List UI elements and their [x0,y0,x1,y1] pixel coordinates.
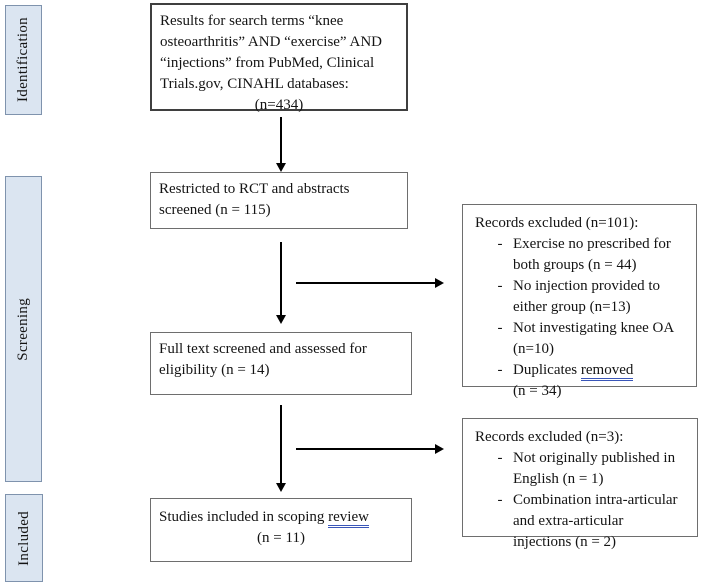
exclusion-eligibility-title: Records excluded (n=3): [475,429,624,445]
list-bullet: - [497,320,503,336]
stage-label-screening: Screening [5,176,42,482]
arrowhead-right-icon [435,278,444,288]
arrowhead-right-icon [435,444,444,454]
arrow-right-to-screening-exclusions [296,278,444,288]
studies-included-underlined-word: review [328,509,369,528]
exclusion-reason-prefix: Duplicates [513,362,581,378]
list-item: - Exercise no prescribed for both groups… [475,234,690,276]
exclusion-box-screening: Records excluded (n=101): - Exercise no … [462,204,697,399]
exclusion-reason: Combination intra-articular and extra-ar… [513,492,678,550]
search-results-count: (n=434) [254,97,304,113]
flow-box-studies-included: Studies included in scoping review (n = … [150,498,412,562]
arrowhead-down-icon [276,315,286,324]
list-bullet: - [497,450,503,466]
stage-label-identification: Identification [5,5,42,115]
exclusion-screening-title: Records excluded (n=101): [475,215,639,231]
list-item: - Combination intra-articular and extra-… [475,490,691,553]
stage-label-included: Included [5,494,43,582]
exclusion-reason-suffix: (n = 34) [513,383,562,399]
flow-box-full-text-screened: Full text screened and assessed for elig… [150,332,412,395]
studies-included-prefix: Studies included in scoping [159,509,329,525]
abstracts-screened-text: Restricted to RCT and abstracts screened… [159,181,350,218]
list-item: - Not investigating knee OA (n=10) [475,318,690,360]
stage-label-screening-text: Screening [15,297,31,361]
arrowhead-down-icon [276,163,286,172]
exclusion-box-eligibility: Records excluded (n=3): - Not originally… [462,418,698,550]
exclusion-reason: Not investigating knee OA (n=10) [513,320,675,357]
list-bullet: - [497,362,503,378]
arrow-down-results-to-screened [276,117,286,172]
arrow-down-screened-to-fulltext [276,242,286,324]
arrow-right-to-eligibility-exclusions [296,444,444,454]
list-bullet: - [497,236,503,252]
list-bullet: - [497,278,503,294]
studies-included-count: (n = 11) [257,530,305,546]
full-text-screened-text: Full text screened and assessed for elig… [159,341,367,378]
exclusion-reason: No injection provided to either group (n… [513,278,661,315]
exclusion-reason: Duplicates removed (n = 34) [513,360,690,402]
flow-box-search-results: Results for search terms “knee osteoarth… [150,3,408,113]
list-item: - Duplicates removed (n = 34) [475,360,690,402]
arrowhead-down-icon [276,483,286,492]
list-item: - Not originally published in English (n… [475,448,691,490]
exclusion-reason: Exercise no prescribed for both groups (… [513,236,671,273]
list-item: - No injection provided to either group … [475,276,690,318]
search-results-text: Results for search terms “knee osteoarth… [160,13,383,92]
flow-box-abstracts-screened: Restricted to RCT and abstracts screened… [150,172,408,229]
list-bullet: - [497,492,503,508]
studies-included-text: Studies included in scoping review [159,507,403,528]
stage-label-identification-text: Identification [15,17,31,103]
exclusion-reason: Not originally published in English (n =… [513,450,676,487]
exclusion-reason-underlined-word: removed [580,362,634,381]
stage-label-included-text: Included [15,510,32,566]
arrow-down-fulltext-to-included [276,405,286,492]
